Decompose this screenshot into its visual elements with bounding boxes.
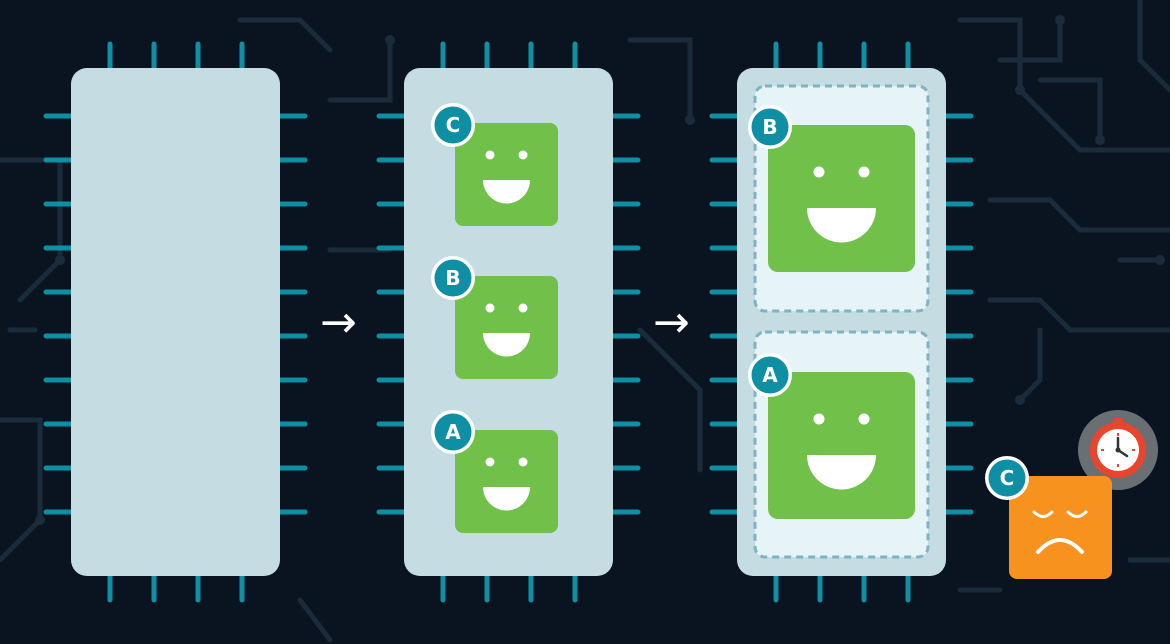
task-label: B xyxy=(445,266,460,290)
happy-face-icon xyxy=(455,276,558,379)
task-b-happy-large: B xyxy=(748,105,915,272)
happy-face-icon xyxy=(455,123,558,226)
chip-empty xyxy=(43,41,308,603)
task-label: A xyxy=(445,420,461,444)
chip-pins xyxy=(709,41,974,603)
task-badge: A xyxy=(431,410,475,454)
task-label: C xyxy=(1000,466,1015,490)
task-label: B xyxy=(762,115,777,139)
task-badge: A xyxy=(748,353,792,397)
circuit-nodes xyxy=(35,15,1165,525)
sad-face-icon xyxy=(1009,476,1112,579)
task-badge: B xyxy=(748,105,792,149)
chip-pins xyxy=(376,41,641,603)
task-b-happy: B xyxy=(431,256,558,379)
task-label: A xyxy=(762,363,778,387)
chip-body xyxy=(71,68,280,576)
task-c-happy: C xyxy=(431,103,558,226)
task-a-happy-large: A xyxy=(748,353,915,519)
task-badge: C xyxy=(431,103,475,147)
happy-face-icon xyxy=(768,372,915,519)
clock-bubble xyxy=(1078,410,1158,498)
arrow-right-icon: → xyxy=(320,297,357,348)
happy-face-icon xyxy=(768,125,915,272)
task-badge: B xyxy=(431,256,475,300)
task-c-sad-evicted: C xyxy=(985,410,1158,579)
arrow-right-icon: → xyxy=(653,297,690,348)
task-badge: C xyxy=(985,456,1029,500)
chip-two-tasks: B A xyxy=(709,41,974,603)
task-a-happy: A xyxy=(431,410,558,533)
chip-three-tasks: C B A xyxy=(376,41,641,603)
task-label: C xyxy=(446,113,461,137)
happy-face-icon xyxy=(455,430,558,533)
clock-icon xyxy=(1090,418,1146,478)
chip-pins xyxy=(43,41,308,603)
